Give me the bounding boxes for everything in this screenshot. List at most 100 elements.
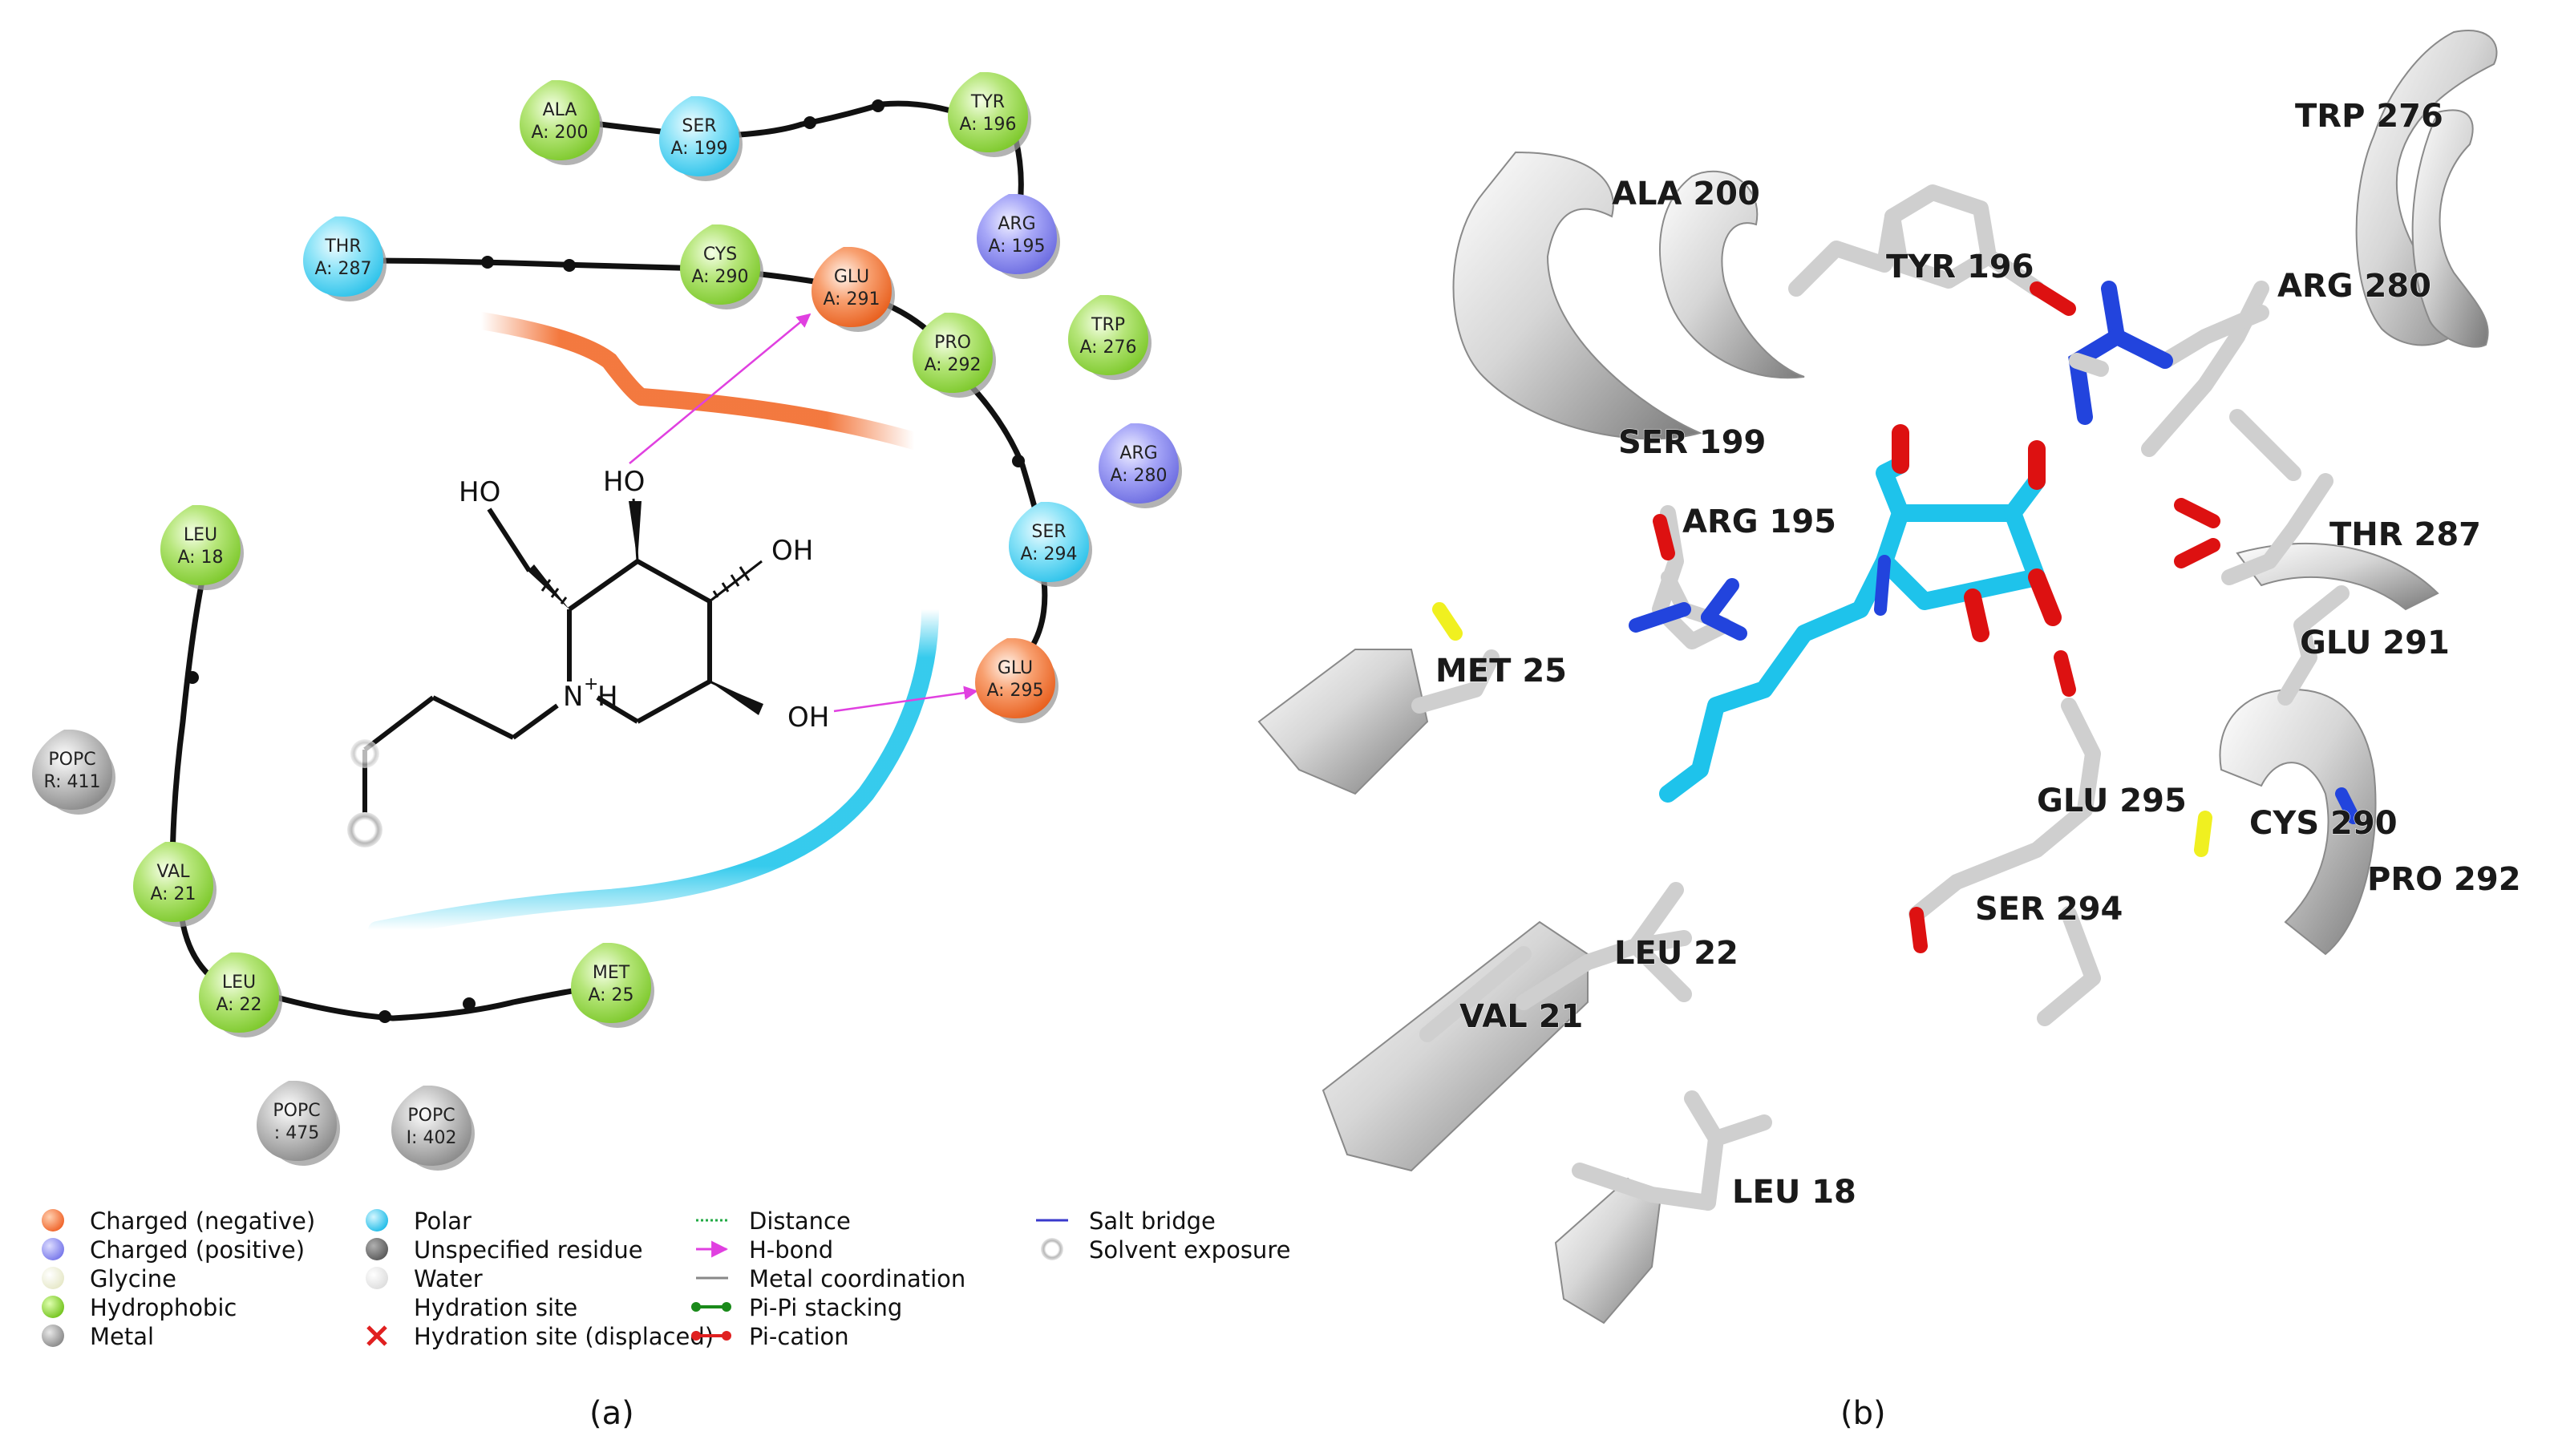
residue-label-ser-199: SER 199 xyxy=(1618,424,1766,461)
residue-label-tyr-196: TYR 196 xyxy=(1886,249,2034,285)
legend-label: H-bond xyxy=(749,1236,833,1264)
residue-label-glu-295: GLU 295 xyxy=(2037,783,2187,819)
residue-name: LEU xyxy=(222,973,256,993)
residue-name: PRO xyxy=(934,333,971,353)
legend-label: Pi-Pi stacking xyxy=(749,1294,902,1321)
legend-swatch xyxy=(42,1296,64,1318)
pocket-charged-negative-arc xyxy=(472,312,923,450)
wedge-bond xyxy=(710,681,763,715)
residue-label-leu-18: LEU 18 xyxy=(1732,1174,1856,1211)
residue-id: A: 294 xyxy=(1020,544,1077,564)
residue-id: A: 199 xyxy=(670,139,727,159)
legend-item: Hydrophobic xyxy=(42,1294,237,1321)
legend-swatch xyxy=(366,1267,388,1289)
legend-item: Charged (positive) xyxy=(42,1236,305,1264)
legend-swatch xyxy=(366,1325,387,1346)
legend-item: Polar xyxy=(366,1207,472,1235)
residue-name: POPC xyxy=(407,1106,455,1126)
legend-item: Distance xyxy=(696,1207,851,1235)
wedge-bond xyxy=(629,501,642,561)
legend-swatch xyxy=(42,1209,64,1232)
residue-name: CYS xyxy=(703,245,737,265)
residue-id: A: 287 xyxy=(314,259,371,279)
legend-label: Charged (positive) xyxy=(90,1236,305,1264)
residue-label-leu-22: LEU 22 xyxy=(1614,935,1738,972)
residue-id: I: 402 xyxy=(407,1128,457,1148)
residue-name: TYR xyxy=(970,92,1005,112)
legend-label: Charged (negative) xyxy=(90,1207,315,1235)
residue-name: ARG xyxy=(1119,443,1157,463)
legend-item: Pi-cation xyxy=(691,1323,849,1350)
residue-label-met-25: MET 25 xyxy=(1435,653,1567,690)
legend-swatch xyxy=(1041,1238,1063,1260)
residue-name: THR xyxy=(324,237,361,257)
legend-item: H-bond xyxy=(696,1236,833,1264)
residue-trp: TRP A: 276 xyxy=(1068,295,1152,380)
legend-item: Water xyxy=(366,1265,483,1292)
oxygen-sticks xyxy=(1909,281,2220,953)
legend-item: Metal coordination xyxy=(696,1265,965,1292)
hbond-glu295 xyxy=(833,686,978,713)
residue-id: A: 276 xyxy=(1079,338,1136,358)
residue-id: A: 25 xyxy=(588,985,633,1005)
legend-label: Water xyxy=(414,1265,483,1292)
residue-label-ser-294: SER 294 xyxy=(1975,891,2123,928)
residue-ser: SER A: 199 xyxy=(659,96,743,181)
residue-label-val-21: VAL 21 xyxy=(1459,998,1583,1035)
wedge-bond xyxy=(528,564,569,609)
solvent-exposure-halo xyxy=(347,812,382,847)
legend-swatch xyxy=(42,1267,64,1289)
residue-label-cys-290: CYS 290 xyxy=(2249,805,2398,842)
residue-id: A: 291 xyxy=(823,289,880,309)
ligand-label-oh: OH xyxy=(787,702,829,734)
residue-name: ARG xyxy=(998,214,1035,234)
residue-label-glu-291: GLU 291 xyxy=(2300,625,2450,661)
legend-label: Unspecified residue xyxy=(414,1236,643,1264)
residue-id: A: 280 xyxy=(1110,466,1167,486)
arg195-side-chain xyxy=(1629,514,1747,641)
legend-label: Solvent exposure xyxy=(1089,1236,1290,1264)
legend-label: Hydration site xyxy=(414,1294,577,1321)
legend-label: Metal coordination xyxy=(749,1265,965,1292)
residue-id: A: 18 xyxy=(177,548,223,568)
residue-name: VAL xyxy=(157,862,191,882)
residue-label-thr-287: THR 287 xyxy=(2329,516,2481,553)
residue-id: A: 22 xyxy=(216,995,261,1015)
legend-item: Charged (negative) xyxy=(42,1207,315,1235)
legend-label: Hydrophobic xyxy=(90,1294,237,1321)
legend-item: Glycine xyxy=(42,1265,176,1292)
arg280-guanidine xyxy=(2068,281,2269,425)
caption-a: (a) xyxy=(589,1395,634,1432)
legend-item: Hydration site xyxy=(414,1294,577,1321)
legend-item: Solvent exposure xyxy=(1041,1236,1290,1264)
residue-name: TRP xyxy=(1091,315,1125,335)
residue-id: : 475 xyxy=(274,1123,319,1143)
residue-id: A: 21 xyxy=(150,884,196,904)
helix-ribbons xyxy=(1257,30,2498,1325)
ligand-label-n: N xyxy=(563,681,583,713)
legend-item: Metal xyxy=(42,1323,154,1350)
nitrogen-sticks xyxy=(2335,787,2360,824)
ligand-label-h: H xyxy=(597,681,618,713)
residue-id: A: 295 xyxy=(986,681,1043,701)
residue-label-arg-280: ARG 280 xyxy=(2277,268,2431,305)
ligand-label-ho: HO xyxy=(603,466,645,498)
residue-name: SER xyxy=(682,116,716,136)
residue-id: A: 292 xyxy=(924,355,981,375)
legend-label: Hydration site (displaced) xyxy=(414,1323,714,1350)
residue-label-arg-195: ARG 195 xyxy=(1682,504,1836,540)
legend-item: Unspecified residue xyxy=(366,1236,643,1264)
legend-label: Salt bridge xyxy=(1089,1207,1216,1235)
